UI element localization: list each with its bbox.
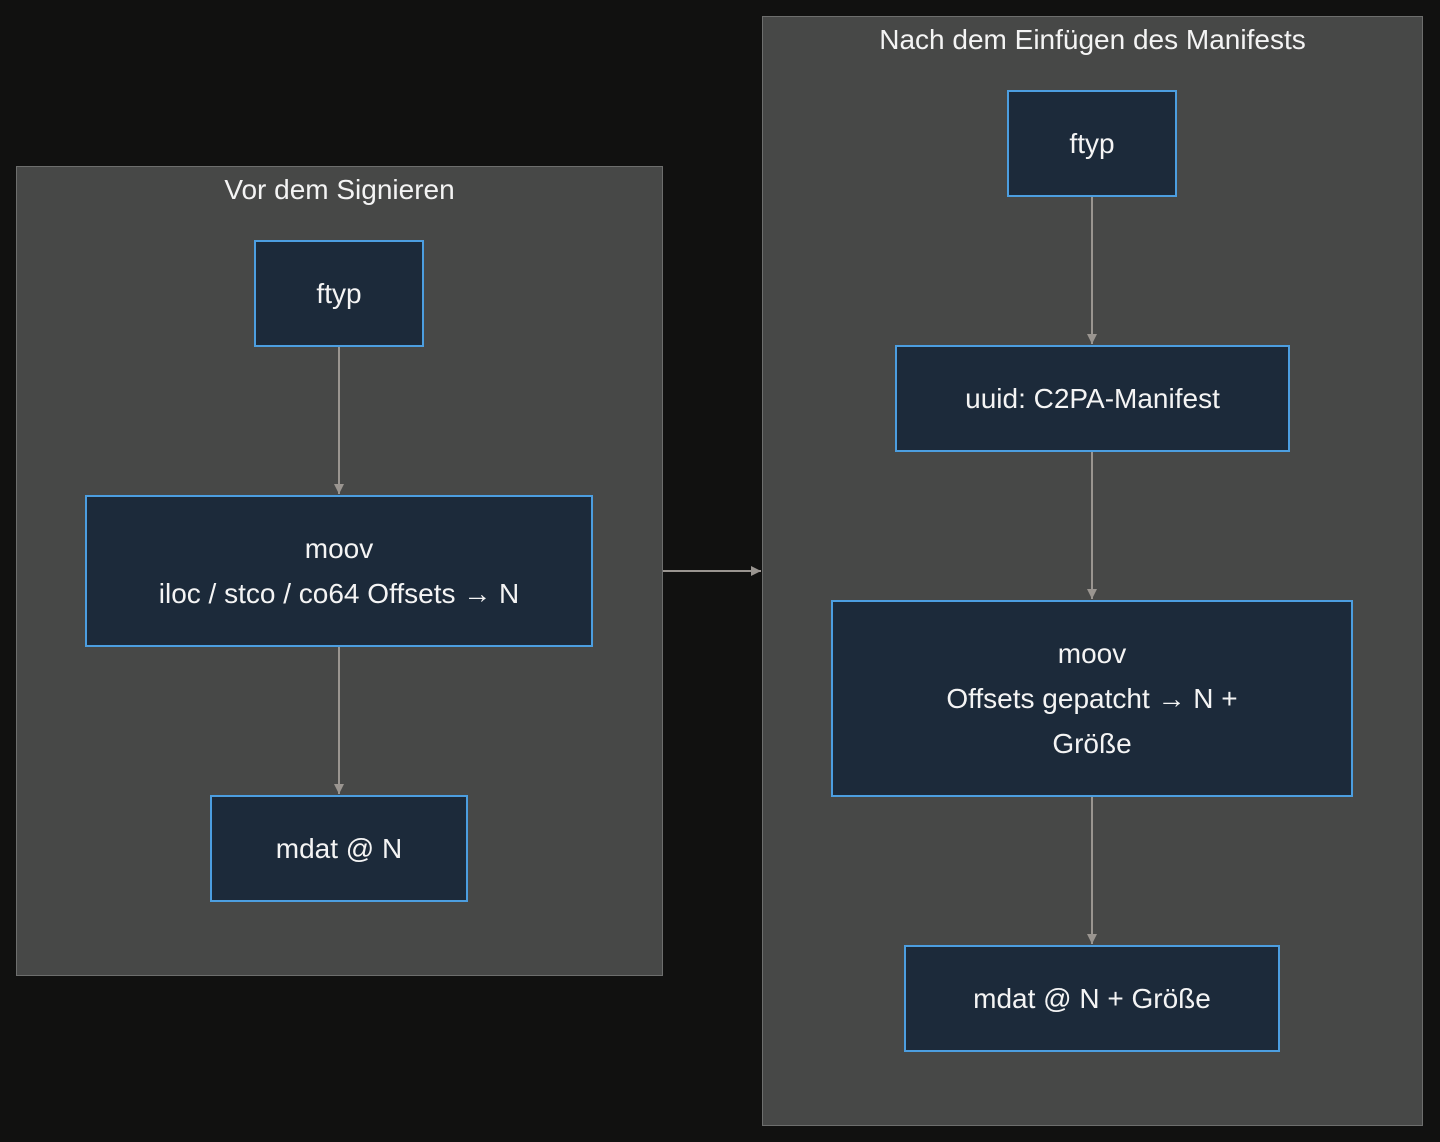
- node-moov-before-line1: moov: [304, 533, 374, 564]
- node-mdat-after: mdat @ N + Größe: [904, 945, 1280, 1052]
- node-uuid-c2pa-manifest-label: uuid: C2PA-Manifest: [965, 383, 1220, 414]
- node-ftyp-before-label: ftyp: [316, 278, 362, 309]
- node-moov-after-line3: Größe: [1052, 728, 1132, 759]
- node-moov-before-line2: iloc / stco / co64 Offsets → N: [158, 578, 520, 609]
- cluster-before-signing-title: Vor dem Signieren: [224, 174, 455, 205]
- node-uuid-c2pa-manifest: uuid: C2PA-Manifest: [895, 345, 1290, 452]
- node-mdat-after-label: mdat @ N + Größe: [973, 983, 1211, 1014]
- node-moov-after-line2: Offsets gepatcht → N +: [946, 683, 1238, 714]
- node-moov-after: moov Offsets gepatcht → N + Größe: [831, 600, 1353, 797]
- node-moov-after-line1: moov: [1057, 638, 1127, 669]
- node-mdat-before: mdat @ N: [210, 795, 468, 902]
- node-mdat-before-label: mdat @ N: [275, 833, 403, 864]
- node-ftyp-after-label: ftyp: [1069, 128, 1115, 159]
- node-moov-before: moov iloc / stco / co64 Offsets → N: [85, 495, 593, 647]
- node-ftyp-before: ftyp: [254, 240, 424, 347]
- node-ftyp-after: ftyp: [1007, 90, 1177, 197]
- cluster-after-manifest-title: Nach dem Einfügen des Manifests: [879, 24, 1306, 55]
